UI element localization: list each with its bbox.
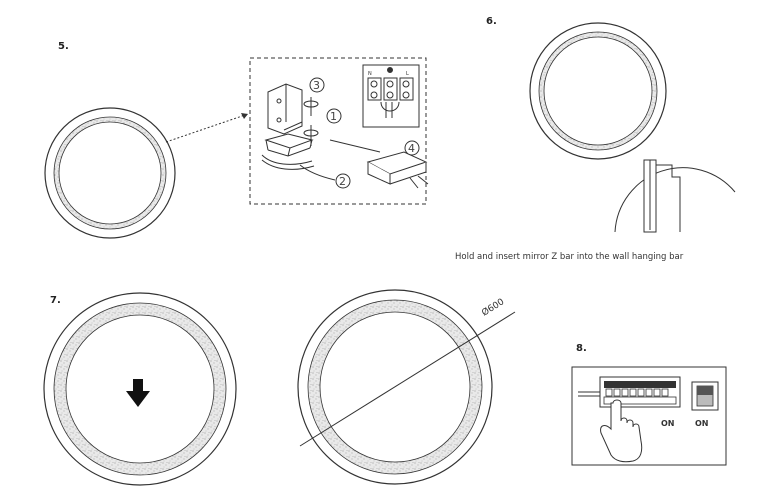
svg-text:L: L (406, 71, 409, 77)
step5-number: 5. (58, 41, 69, 52)
rocker-switch (691, 381, 719, 411)
dip-switch-toggles (605, 388, 669, 397)
z-bar-detail (614, 159, 736, 233)
callout-3: 3 (309, 77, 325, 93)
svg-text:3: 3 (313, 79, 320, 92)
svg-text:4: 4 (408, 142, 415, 155)
step6-number: 6. (486, 16, 497, 27)
svg-text:2: 2 (339, 175, 346, 188)
dip-switch-on-label: ON (661, 419, 675, 428)
step6-mirror (529, 22, 667, 160)
callout-4: 4 (404, 140, 420, 156)
callout-1: 1 (326, 108, 342, 124)
down-arrow-icon (126, 379, 150, 407)
step5-detail-frame (249, 57, 427, 205)
step5-mirror (44, 107, 176, 239)
rocker-on-label: ON (695, 419, 709, 428)
callout-2: 2 (335, 173, 351, 189)
svg-text:N: N (368, 71, 372, 77)
step8-number: 8. (576, 343, 587, 354)
wall-bracket (267, 83, 303, 135)
step7-number: 7. (50, 295, 61, 306)
diameter-label: Ø600 (480, 296, 507, 318)
wiring (261, 133, 381, 181)
pointing-hand-icon (600, 399, 643, 463)
svg-text:1: 1 (330, 110, 337, 123)
step6-caption: Hold and insert mirror Z bar into the wa… (455, 252, 684, 262)
screw-anchors (303, 97, 319, 146)
terminal-block (362, 64, 420, 128)
diameter-line (299, 311, 516, 447)
driver-box (366, 151, 429, 189)
step5-dotted-pointer (165, 113, 249, 143)
